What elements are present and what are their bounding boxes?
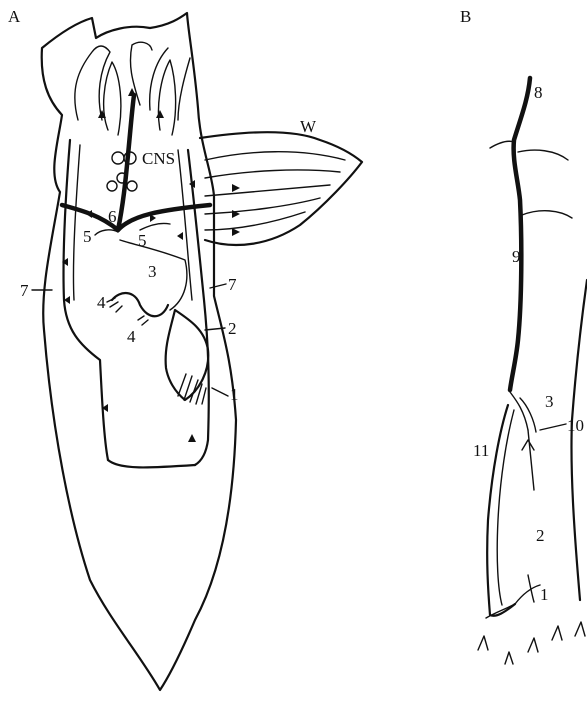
label-1: 1	[230, 385, 239, 404]
label-3-b: 3	[545, 392, 554, 411]
panel-b: B 8 11 9 3 10 2 1	[460, 7, 587, 664]
branchial-heart-4-detail	[107, 298, 148, 325]
label-11: 11	[473, 441, 489, 460]
vessel-branches-b	[490, 141, 572, 218]
label-8: 8	[534, 83, 543, 102]
label-1-b: 1	[540, 585, 549, 604]
label-cns: CNS	[142, 149, 175, 168]
left-lateral-vessel-inner	[73, 145, 80, 300]
arrow-3	[156, 110, 164, 118]
arrow-6	[232, 228, 240, 236]
vessel-10	[522, 430, 534, 490]
vessel-11	[487, 405, 515, 616]
label-9: 9	[512, 247, 521, 266]
branchial-heart-4	[112, 293, 168, 316]
vessel-branch	[95, 223, 170, 235]
leader-10	[540, 424, 566, 430]
label-5a: 5	[83, 227, 92, 246]
label-7b: 7	[228, 275, 237, 294]
label-4b: 4	[127, 327, 136, 346]
filament-4	[552, 626, 562, 640]
vessel-right	[571, 280, 587, 600]
head-inner-loops	[104, 60, 176, 135]
right-lateral-vessel	[188, 150, 209, 465]
leader-1	[212, 388, 228, 396]
label-10: 10	[567, 416, 584, 435]
filament-5	[575, 622, 585, 636]
panel-a: A CNS W 6 5 5 3 4 4	[8, 7, 362, 690]
panel-a-letter: A	[8, 7, 21, 26]
cns-ganglion-5	[127, 181, 137, 191]
fin-striations	[205, 152, 345, 230]
posterior-loop	[108, 460, 195, 467]
label-6: 6	[108, 207, 117, 226]
filament-3	[528, 638, 538, 652]
label-w: W	[300, 117, 317, 136]
label-7a: 7	[20, 281, 29, 300]
fin-w	[200, 132, 362, 245]
leader-7b	[210, 284, 226, 288]
panel-b-letter: B	[460, 7, 471, 26]
branch-1	[486, 575, 540, 618]
label-2-b: 2	[536, 526, 545, 545]
filament-2	[505, 652, 513, 664]
label-2: 2	[228, 319, 237, 338]
arrow-8	[177, 232, 183, 240]
cns-ganglion-1	[112, 152, 124, 164]
vessel-8	[510, 78, 530, 390]
arrow-11	[188, 434, 196, 442]
label-4a: 4	[97, 293, 106, 312]
cns-ganglion-4	[107, 181, 117, 191]
gill-filaments-b	[478, 622, 585, 664]
filament-1	[478, 636, 488, 650]
label-3: 3	[148, 262, 157, 281]
arrow-4	[232, 184, 240, 192]
